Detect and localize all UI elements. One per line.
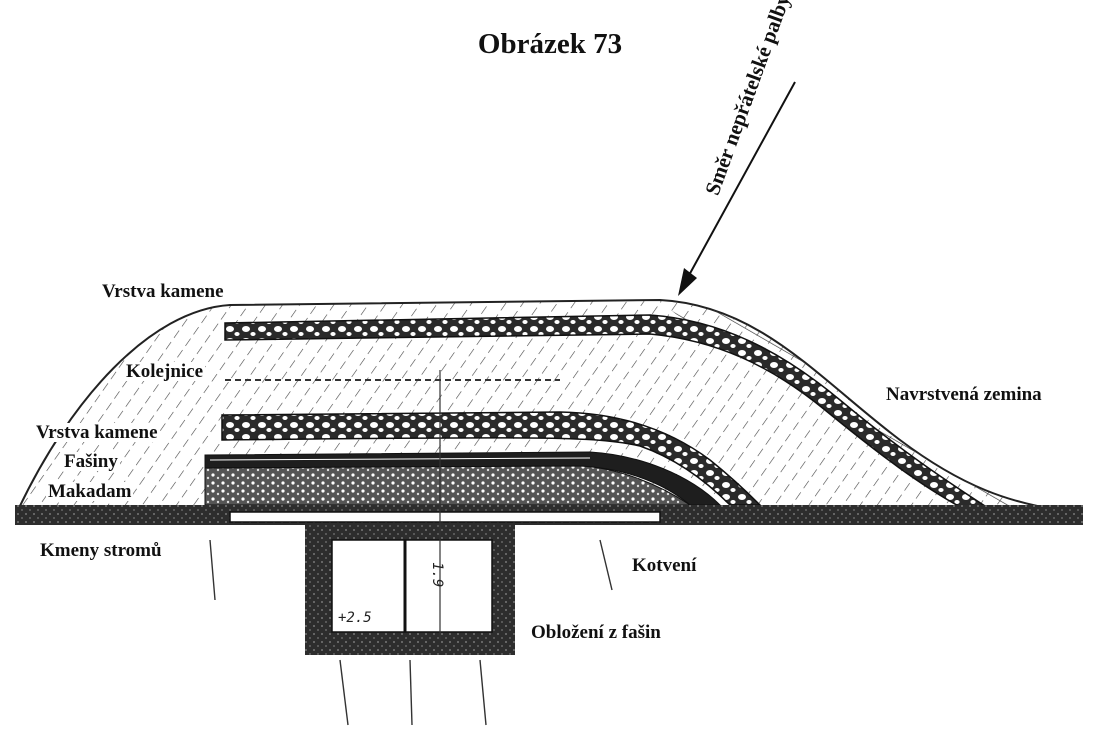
shelter-inner (331, 539, 493, 633)
label-rails: Kolejnice (124, 361, 206, 382)
label-fascines: Fašiny (62, 451, 120, 472)
tree-trunk-beam (229, 511, 661, 523)
figure-title: Obrázek 73 (477, 28, 623, 60)
stone-layer-lower (221, 411, 762, 506)
fire-arrowhead (678, 268, 697, 296)
dimension-width: +2.5 (338, 610, 372, 626)
label-heaped-earth: Navrstvená zemina (884, 384, 1044, 405)
label-anchoring: Kotvení (630, 555, 699, 576)
label-tree-trunks: Kmeny stromů (38, 540, 164, 561)
anchoring-pegs (209, 539, 613, 726)
label-macadam: Makadam (46, 481, 134, 502)
label-stone-layer-top: Vrstva kamene (100, 281, 226, 302)
label-stone-layer-lower: Vrstva kamene (34, 422, 160, 443)
label-fascine-lining: Obložení z fašin (529, 622, 663, 643)
dimension-height: 1.9 (429, 562, 445, 588)
fire-direction-arrow (681, 81, 796, 289)
macadam-layer (204, 465, 692, 506)
